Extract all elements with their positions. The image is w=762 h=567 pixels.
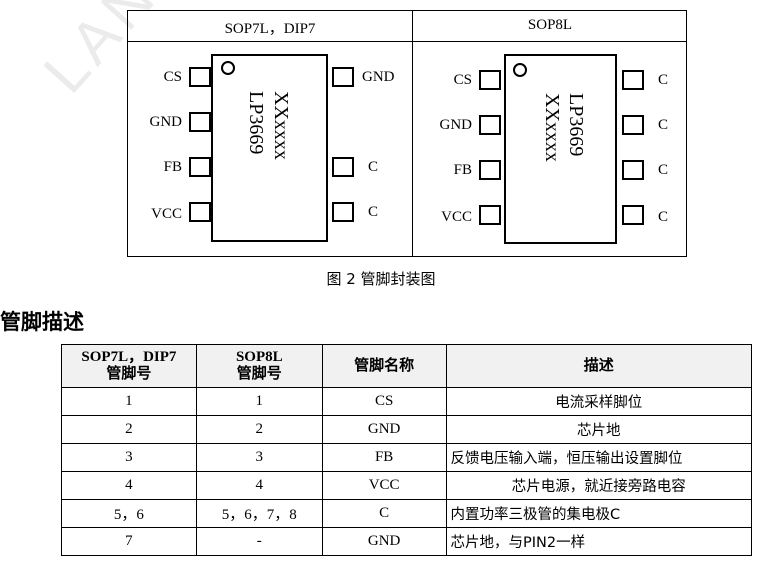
left-chip-pin-3 bbox=[189, 157, 211, 177]
cell-sop8l-pin: 1 bbox=[195, 387, 323, 416]
cell-sop7l-pin: 4 bbox=[61, 471, 197, 500]
cell-pin-name: VCC bbox=[321, 471, 447, 500]
cell-description: 电流采样脚位 bbox=[445, 387, 753, 416]
left-chip-pin-5 bbox=[332, 202, 354, 222]
left-chip-label-c-2: C bbox=[368, 204, 379, 220]
cell-pin-name: FB bbox=[321, 443, 447, 472]
right-chip-pin-2 bbox=[479, 115, 501, 135]
left-chip-pin-2 bbox=[189, 112, 211, 132]
cell-sop8l-pin: 2 bbox=[195, 415, 323, 444]
right-chip-pin-3 bbox=[479, 160, 501, 180]
right-chip-pin-6 bbox=[622, 160, 644, 180]
figure-header-line bbox=[128, 41, 686, 42]
left-chip-pin-1 bbox=[189, 67, 211, 87]
cell-description: 反馈电压输入端，恒压输出设置脚位 bbox=[445, 443, 753, 472]
right-chip-pin-4 bbox=[479, 205, 501, 225]
left-chip-label-gnd-right: GND bbox=[362, 69, 395, 85]
figure-divider bbox=[412, 11, 413, 256]
cell-sop8l-pin: 4 bbox=[195, 471, 323, 500]
right-chip-label-c-2: C bbox=[658, 117, 669, 133]
header-pin-name: 管脚名称 bbox=[321, 344, 447, 388]
section-title: 管脚描述 bbox=[0, 310, 84, 334]
right-chip-marking-1: LP3669 bbox=[565, 93, 587, 157]
package-figure: SOP7L，DIP7 SOP8L LP3669 XXxxxx CS GND FB… bbox=[127, 10, 687, 257]
left-chip-label-cs: CS bbox=[163, 69, 182, 85]
left-chip-label-vcc: VCC bbox=[151, 206, 182, 222]
cell-description: 芯片地，与PIN2一样 bbox=[445, 527, 753, 556]
left-package-header: SOP7L，DIP7 bbox=[224, 21, 316, 37]
right-chip-label-gnd: GND bbox=[439, 117, 473, 133]
cell-pin-name: CS bbox=[321, 387, 447, 416]
right-chip-pin-5 bbox=[622, 205, 644, 225]
cell-sop7l-pin: 3 bbox=[61, 443, 197, 472]
right-chip-pin-8 bbox=[622, 70, 644, 90]
right-chip-label-c-3: C bbox=[658, 162, 669, 178]
cell-pin-name: C bbox=[321, 499, 447, 528]
right-chip-pin-1 bbox=[479, 70, 501, 90]
cell-pin-name: GND bbox=[321, 415, 447, 444]
figure-caption: 图 2 管脚封装图 bbox=[326, 270, 436, 288]
left-chip-pin-7 bbox=[332, 67, 354, 87]
cell-sop7l-pin: 1 bbox=[61, 387, 197, 416]
header-description: 描述 bbox=[445, 344, 753, 388]
cell-description: 芯片地 bbox=[445, 415, 753, 444]
left-chip-pin-6 bbox=[332, 157, 354, 177]
cell-sop7l-pin: 7 bbox=[61, 527, 197, 556]
left-chip-label-c-1: C bbox=[368, 159, 379, 175]
header-sop8l-pin-l2: 管脚号 bbox=[236, 366, 282, 382]
right-chip-label-c-1: C bbox=[658, 72, 669, 88]
cell-sop7l-pin: 2 bbox=[61, 415, 197, 444]
right-chip-label-c-4: C bbox=[658, 209, 669, 225]
header-sop7l-pin-l2: 管脚号 bbox=[106, 366, 152, 382]
left-chip-marking-1: LP3669 bbox=[245, 91, 267, 155]
cell-sop8l-pin: 5，6，7，8 bbox=[195, 499, 323, 528]
pin1-dot-icon bbox=[513, 63, 527, 77]
cell-sop8l-pin: - bbox=[195, 527, 323, 556]
pin1-dot-icon bbox=[221, 61, 235, 75]
right-chip-label-cs: CS bbox=[453, 72, 472, 88]
right-chip-pin-7 bbox=[622, 115, 644, 135]
left-chip-marking-2: XXxxxx bbox=[270, 91, 292, 160]
right-chip-body bbox=[504, 54, 617, 244]
left-chip-label-fb: FB bbox=[163, 159, 182, 175]
cell-description: 芯片电源，就近接旁路电容 bbox=[445, 471, 753, 500]
left-chip-label-gnd: GND bbox=[149, 114, 183, 130]
right-chip-label-vcc: VCC bbox=[441, 209, 472, 225]
cell-pin-name: GND bbox=[321, 527, 447, 556]
cell-sop8l-pin: 3 bbox=[195, 443, 323, 472]
left-chip-pin-4 bbox=[189, 202, 211, 222]
header-sop8l-pin-l1: SOP8L bbox=[235, 349, 283, 365]
cell-description: 内置功率三极管的集电极C bbox=[445, 499, 753, 528]
left-chip-body bbox=[211, 54, 328, 242]
right-chip-marking-2: XXxxxx bbox=[541, 93, 563, 162]
header-sop7l-pin-l1: SOP7L，DIP7 bbox=[81, 349, 177, 365]
right-package-header: SOP8L bbox=[527, 17, 573, 33]
right-chip-label-fb: FB bbox=[453, 162, 472, 178]
cell-sop7l-pin: 5，6 bbox=[61, 499, 197, 528]
